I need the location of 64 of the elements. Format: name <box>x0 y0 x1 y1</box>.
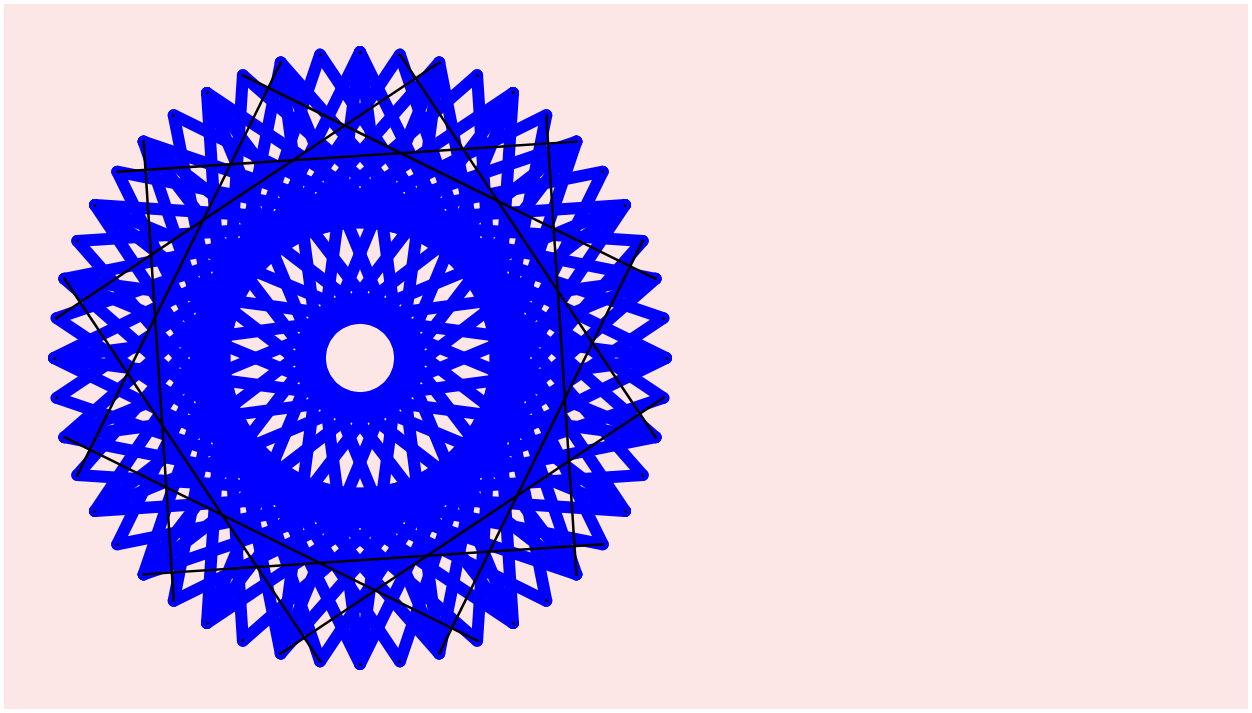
node-dot <box>641 473 645 477</box>
node-dot <box>93 203 97 207</box>
node-dot <box>544 599 548 603</box>
connector-line <box>438 240 644 655</box>
connector-line <box>201 87 583 581</box>
node-dot <box>205 91 209 95</box>
connector-line <box>63 278 322 663</box>
node-dot <box>511 91 515 95</box>
node-dot <box>661 316 665 320</box>
node-dot <box>75 473 79 477</box>
node-dot <box>62 435 66 439</box>
connector-line <box>117 140 577 173</box>
node-dot <box>661 396 665 400</box>
node-dot <box>641 239 645 243</box>
connector-line <box>137 87 519 581</box>
node-dot <box>654 277 658 281</box>
node-dot <box>93 509 97 513</box>
node-dot <box>398 53 402 57</box>
node-dot <box>475 639 479 643</box>
connector-line <box>55 61 440 320</box>
node-dot <box>511 621 515 625</box>
node-dot <box>437 652 441 656</box>
node-dot <box>172 599 176 603</box>
node-dot <box>437 60 441 64</box>
node-dot <box>52 356 56 360</box>
node-dot <box>654 435 658 439</box>
node-dot <box>664 356 668 360</box>
connector-line <box>142 141 175 601</box>
node-dot <box>358 662 362 666</box>
node-dot <box>172 113 176 117</box>
connector-line <box>242 74 657 280</box>
node-dot <box>623 203 627 207</box>
node-dot <box>115 542 119 546</box>
node-dot <box>623 509 627 513</box>
node-dot <box>115 170 119 174</box>
node-dot <box>358 50 362 54</box>
node-dot <box>142 572 146 576</box>
node-dot <box>142 140 146 144</box>
node-dot <box>318 53 322 57</box>
node-dot <box>55 396 59 400</box>
node-dot <box>544 113 548 117</box>
node-dot <box>62 277 66 281</box>
connector-line <box>63 436 478 642</box>
connector-line <box>76 61 282 476</box>
node-dot <box>279 652 283 656</box>
node-dot <box>55 316 59 320</box>
node-dot <box>205 621 209 625</box>
node-dot <box>475 73 479 77</box>
node-dot <box>601 542 605 546</box>
node-dot <box>601 170 605 174</box>
connector-line <box>545 115 578 575</box>
node-dot <box>241 639 245 643</box>
connector-line <box>398 53 657 438</box>
node-dot <box>318 659 322 663</box>
connector-line <box>137 135 631 517</box>
connector-line <box>280 396 665 655</box>
node-dot <box>574 572 578 576</box>
connector-line <box>89 135 583 517</box>
node-dot <box>241 73 245 77</box>
node-dot <box>574 140 578 144</box>
node-dot <box>398 659 402 663</box>
connector-line <box>143 543 603 576</box>
node-dot <box>279 60 283 64</box>
node-dot <box>75 239 79 243</box>
